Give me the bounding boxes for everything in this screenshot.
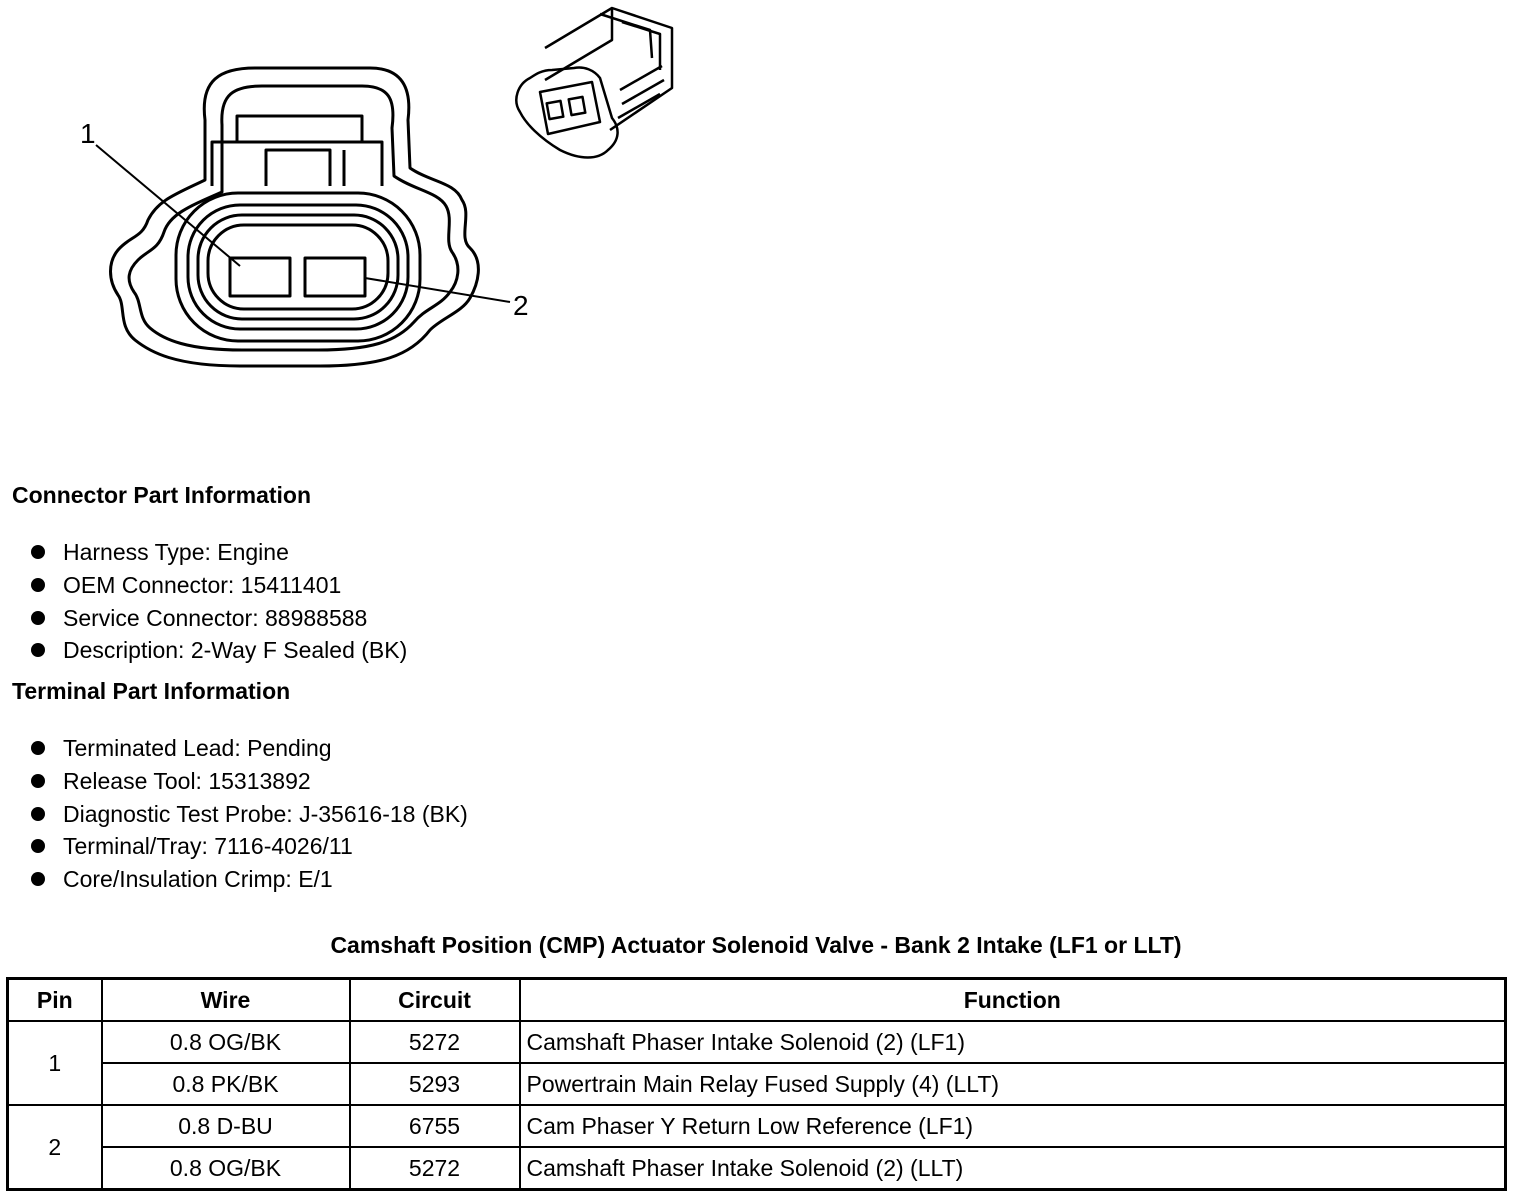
header-circuit: Circuit bbox=[348, 977, 521, 1022]
list-item-text: OEM Connector: 15411401 bbox=[63, 572, 342, 599]
table-row: 1 0.8 OG/BK 5272 Camshaft Phaser Intake … bbox=[6, 1020, 1507, 1106]
list-item: Release Tool: 15313892 bbox=[30, 765, 468, 798]
latch-inner bbox=[264, 148, 332, 186]
terminal-cavity-2 bbox=[303, 256, 367, 298]
iso-front-inner bbox=[538, 80, 602, 136]
terminal-cavity-1 bbox=[228, 256, 292, 298]
bullet-icon bbox=[31, 872, 45, 887]
list-item: Core/Insulation Crimp: E/1 bbox=[30, 863, 468, 896]
header-pin: Pin bbox=[6, 977, 103, 1022]
bullet-icon bbox=[31, 806, 45, 821]
list-item: Terminal/Tray: 7116-4026/11 bbox=[30, 830, 468, 863]
callout-1-leader bbox=[95, 144, 241, 267]
circuit-cell: 5293 bbox=[348, 1062, 521, 1106]
function-cell: Cam Phaser Y Return Low Reference (LF1) bbox=[518, 1104, 1507, 1148]
connector-face-diagram: 1 2 bbox=[80, 66, 529, 368]
wire-cell: 0.8 D-BU bbox=[100, 1104, 351, 1148]
bullet-icon bbox=[31, 578, 45, 593]
iso-rib-1 bbox=[619, 64, 663, 92]
bullet-icon bbox=[31, 610, 45, 625]
list-item-text: Core/Insulation Crimp: E/1 bbox=[63, 866, 333, 893]
list-item: Description: 2-Way F Sealed (BK) bbox=[30, 634, 407, 667]
bullet-icon bbox=[31, 774, 45, 789]
connector-inner-outline bbox=[127, 84, 460, 352]
iso-terminal-1 bbox=[545, 99, 565, 121]
iso-terminal-2 bbox=[567, 95, 587, 117]
callout-1-label: 1 bbox=[80, 118, 96, 149]
connector-isometric-diagram bbox=[515, 6, 674, 159]
table-row: 2 0.8 D-BU 6755 Cam Phaser Y Return Low … bbox=[6, 1104, 1507, 1191]
list-item-text: Terminated Lead: Pending bbox=[63, 735, 332, 762]
header-function: Function bbox=[518, 977, 1507, 1022]
list-item: Harness Type: Engine bbox=[30, 536, 407, 569]
cavity-ring-core bbox=[206, 223, 390, 311]
list-item: Terminated Lead: Pending bbox=[30, 732, 468, 765]
bullet-icon bbox=[31, 741, 45, 756]
circuit-cell: 5272 bbox=[348, 1146, 521, 1191]
cavity-ring-outer bbox=[174, 191, 422, 343]
function-cell: Camshaft Phaser Intake Solenoid (2) (LF1… bbox=[518, 1020, 1507, 1064]
pin-cell: 2 bbox=[6, 1104, 103, 1191]
wire-cell: 0.8 OG/BK bbox=[100, 1020, 351, 1064]
circuit-cell: 6755 bbox=[348, 1104, 521, 1148]
connector-part-info-title: Connector Part Information bbox=[12, 482, 312, 508]
list-item-text: Diagnostic Test Probe: J-35616-18 (BK) bbox=[63, 800, 468, 827]
wire-cell: 0.8 OG/BK bbox=[100, 1146, 351, 1191]
bullet-icon bbox=[31, 545, 45, 560]
function-cell: Powertrain Main Relay Fused Supply (4) (… bbox=[518, 1062, 1507, 1106]
pin-cell: 1 bbox=[6, 1020, 103, 1106]
connector-part-info-list: Harness Type: Engine OEM Connector: 1541… bbox=[30, 536, 407, 667]
iso-rib-2 bbox=[621, 78, 665, 106]
list-item-text: Terminal/Tray: 7116-4026/11 bbox=[63, 833, 353, 860]
list-item-text: Harness Type: Engine bbox=[63, 539, 289, 566]
iso-ridge bbox=[599, 12, 654, 59]
header-wire: Wire bbox=[100, 977, 351, 1022]
iso-rib-3 bbox=[617, 92, 661, 120]
latch-top-bar bbox=[235, 114, 364, 144]
bullet-icon bbox=[31, 839, 45, 854]
list-item-text: Description: 2-Way F Sealed (BK) bbox=[63, 637, 408, 664]
iso-ridge-2 bbox=[621, 20, 662, 70]
list-item: OEM Connector: 15411401 bbox=[30, 569, 407, 602]
table-caption: Camshaft Position (CMP) Actuator Solenoi… bbox=[330, 932, 1182, 958]
bullet-icon bbox=[31, 643, 45, 658]
iso-front-face bbox=[515, 66, 619, 159]
table-row: 0.8 PK/BK 5293 Powertrain Main Relay Fus… bbox=[8, 1062, 1507, 1106]
wire-cell: 0.8 PK/BK bbox=[100, 1062, 351, 1106]
terminal-part-info-list: Terminated Lead: Pending Release Tool: 1… bbox=[30, 732, 468, 895]
table-header-row: Pin Wire Circuit Function bbox=[6, 977, 1507, 1022]
list-item: Diagnostic Test Probe: J-35616-18 (BK) bbox=[30, 797, 468, 830]
circuit-cell: 5272 bbox=[348, 1020, 521, 1064]
list-item-text: Release Tool: 15313892 bbox=[63, 768, 311, 795]
function-cell: Camshaft Phaser Intake Solenoid (2) (LLT… bbox=[518, 1146, 1507, 1191]
cavity-ring-inner bbox=[196, 213, 400, 321]
connector-outer-housing bbox=[109, 66, 480, 368]
list-item: Service Connector: 88988588 bbox=[30, 601, 407, 634]
pinout-table: Pin Wire Circuit Function 1 0.8 OG/BK 52… bbox=[6, 977, 1507, 1191]
callout-2-label: 2 bbox=[513, 290, 529, 321]
latch-frame bbox=[210, 140, 384, 186]
iso-body-top bbox=[544, 6, 674, 132]
cavity-ring-mid bbox=[186, 203, 410, 331]
callout-2-leader bbox=[364, 277, 511, 303]
list-item-text: Service Connector: 88988588 bbox=[63, 604, 368, 631]
terminal-part-info-title: Terminal Part Information bbox=[12, 678, 291, 704]
table-row: 0.8 OG/BK 5272 Camshaft Phaser Intake So… bbox=[8, 1146, 1507, 1191]
